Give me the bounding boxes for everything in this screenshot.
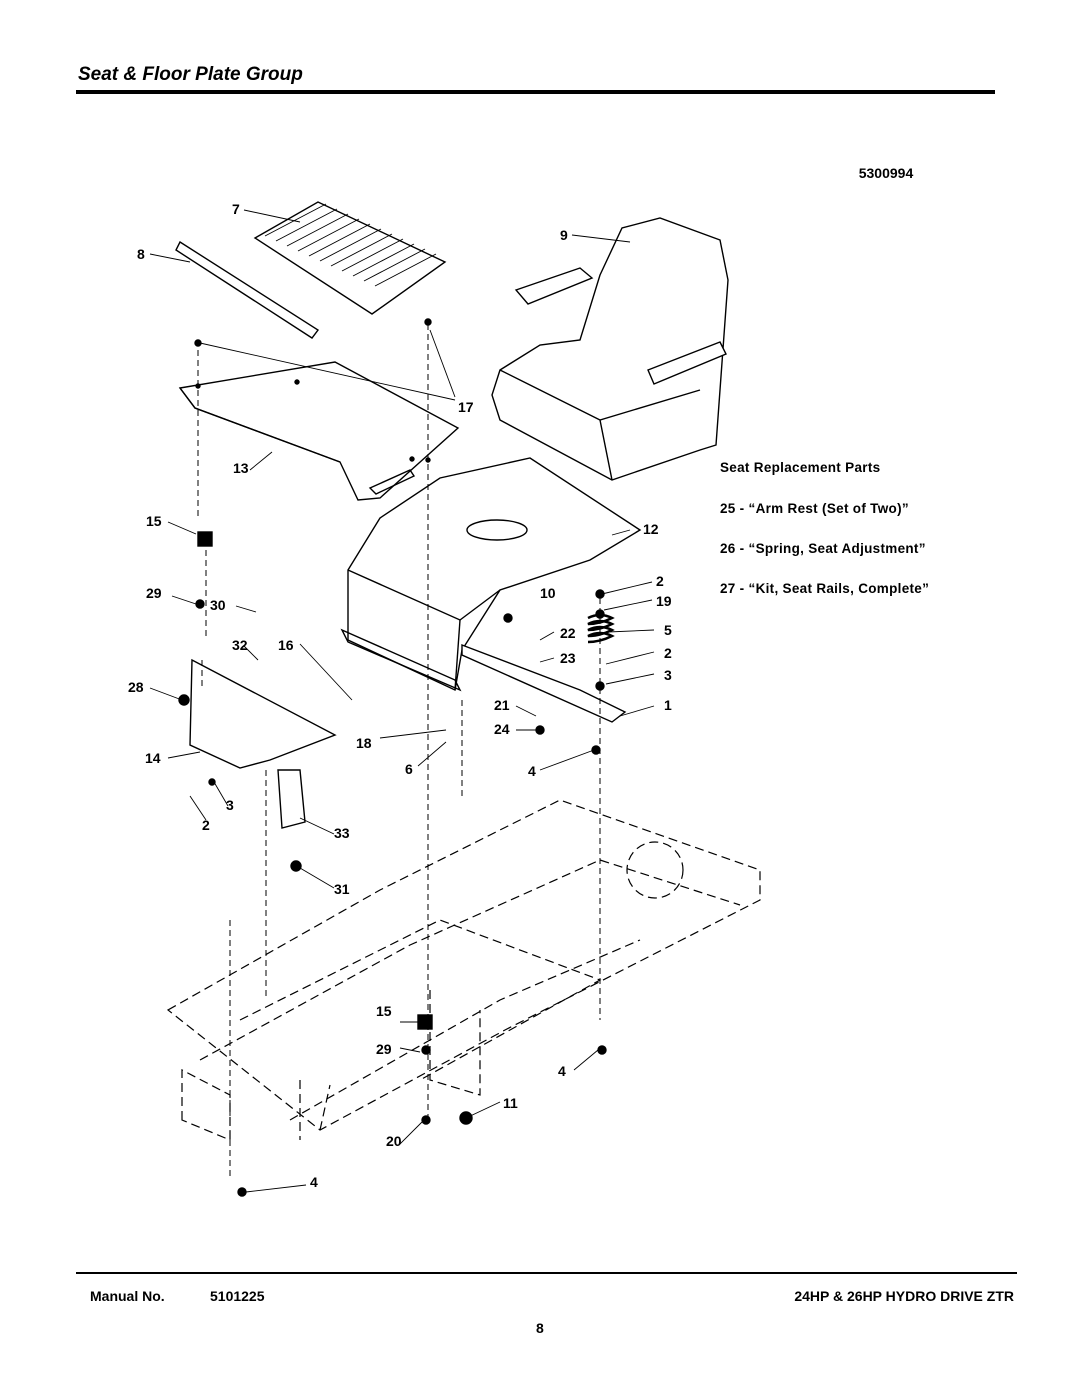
callout-3: 3 xyxy=(664,667,672,683)
seal-strip xyxy=(175,240,320,339)
callout-17: 17 xyxy=(458,399,474,415)
seat-rail xyxy=(461,643,627,723)
bracket xyxy=(277,769,306,829)
callout-4b: 4 xyxy=(558,1063,566,1079)
callout-23: 23 xyxy=(560,650,576,666)
seat xyxy=(491,217,729,481)
callout-24: 24 xyxy=(494,721,510,737)
legend-item-25: 25 - “Arm Rest (Set of Two)” xyxy=(720,501,909,516)
callout-labels: 7 8 9 17 13 12 15 10 29 30 2 19 32 16 22… xyxy=(128,201,672,1190)
callout-21: 21 xyxy=(494,697,510,713)
callout-1: 1 xyxy=(664,697,672,713)
callout-9: 9 xyxy=(560,227,568,243)
callout-5: 5 xyxy=(664,622,672,638)
callout-2: 2 xyxy=(656,573,664,589)
callout-12: 12 xyxy=(643,521,659,537)
callout-10: 10 xyxy=(540,585,556,601)
legend-heading: Seat Replacement Parts xyxy=(720,460,880,475)
callout-28: 28 xyxy=(128,679,144,695)
callout-32: 32 xyxy=(232,637,248,653)
callout-30: 30 xyxy=(210,597,226,613)
callout-20: 20 xyxy=(386,1133,402,1149)
callout-13: 13 xyxy=(233,460,249,476)
drawing-number: 5300994 xyxy=(859,165,914,181)
callout-15b: 15 xyxy=(376,1003,392,1019)
callout-22: 22 xyxy=(560,625,576,641)
callout-14: 14 xyxy=(145,750,161,766)
callout-11: 11 xyxy=(503,1095,518,1111)
header-rule xyxy=(76,90,995,94)
manual-label: Manual No. xyxy=(90,1288,165,1304)
callout-29: 29 xyxy=(146,585,162,601)
callout-6: 6 xyxy=(405,761,413,777)
legend-item-27: 27 - “Kit, Seat Rails, Complete” xyxy=(720,581,929,596)
callout-2b: 2 xyxy=(664,645,672,661)
side-shield xyxy=(189,658,337,769)
callout-4: 4 xyxy=(528,763,536,779)
legend-item-26: 26 - “Spring, Seat Adjustment” xyxy=(720,541,926,556)
page-title: Seat & Floor Plate Group xyxy=(78,64,303,85)
callout-16: 16 xyxy=(278,637,294,653)
callout-19: 19 xyxy=(656,593,672,609)
callout-4c: 4 xyxy=(310,1174,318,1190)
floor-plate xyxy=(178,361,460,501)
seat-replacement-legend: Seat Replacement Parts 25 - “Arm Rest (S… xyxy=(720,460,929,596)
seat-pan xyxy=(340,457,642,692)
callout-15: 15 xyxy=(146,513,162,529)
callout-7: 7 xyxy=(232,201,240,217)
callout-3b: 3 xyxy=(226,797,234,813)
callout-33: 33 xyxy=(334,825,350,841)
floor-mat xyxy=(253,201,447,315)
callout-29b: 29 xyxy=(376,1041,392,1057)
page-number: 8 xyxy=(536,1320,544,1336)
seat-spring xyxy=(587,613,615,644)
callout-8: 8 xyxy=(137,246,145,262)
chassis-frame xyxy=(166,799,761,1141)
model-name: 24HP & 26HP HYDRO DRIVE ZTR xyxy=(794,1288,1014,1304)
callout-18: 18 xyxy=(356,735,372,751)
callout-2c: 2 xyxy=(202,817,210,833)
footer-rule xyxy=(76,1272,1017,1274)
manual-number: 5101225 xyxy=(210,1288,265,1304)
callout-31: 31 xyxy=(334,881,350,897)
